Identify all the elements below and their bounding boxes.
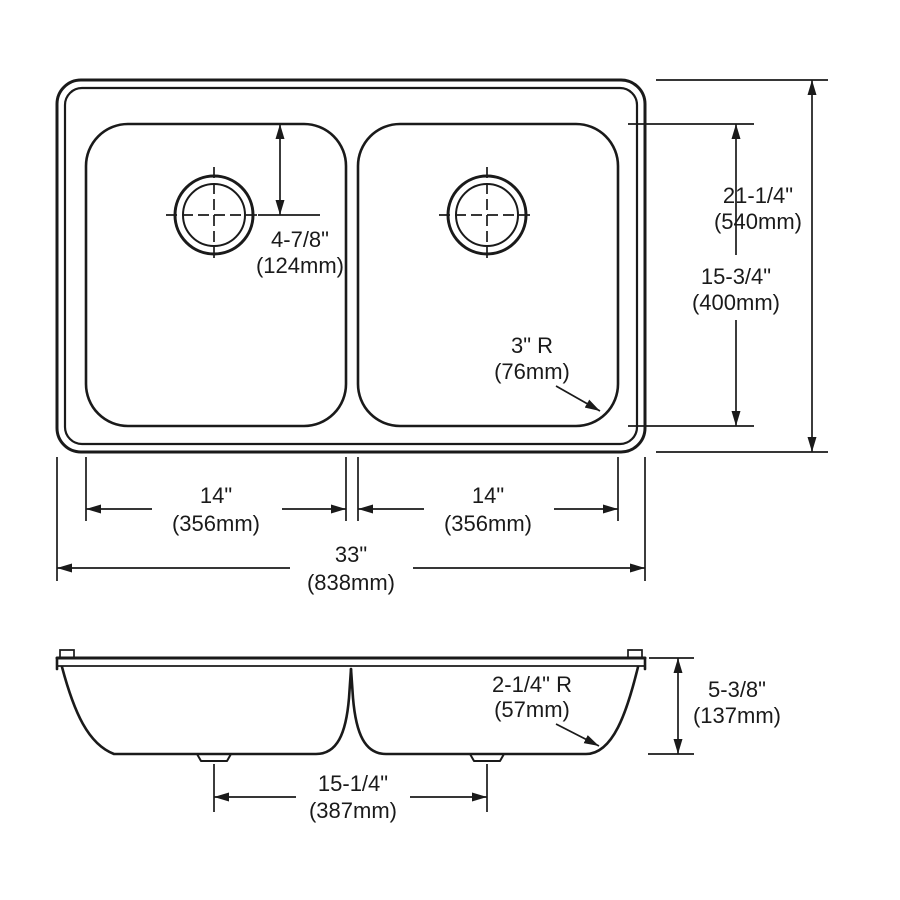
dim-overall-ftb-label-line2: (540mm)	[714, 209, 802, 234]
dim-drain-offset-label-line1: 4-7/8"	[271, 227, 329, 252]
right-bowl	[356, 122, 620, 428]
bowl-radius-label-line2: (57mm)	[494, 697, 570, 722]
dim-drain-spacing-label-line1: 15-1/4"	[318, 771, 388, 796]
sink-outer-rim	[55, 78, 647, 454]
corner-radius-label-line1: 3" R	[511, 333, 553, 358]
left-bowl	[84, 122, 348, 428]
right-drain-recess	[469, 753, 505, 762]
right-drain	[439, 167, 535, 263]
bowl-radius-label-line1: 2-1/4" R	[492, 672, 572, 697]
corner-radius-label-line2: (76mm)	[494, 359, 570, 384]
dim-overall-width-label-line1: 33"	[335, 542, 367, 567]
left-bowl-profile	[60, 665, 353, 756]
dim-drain-offset: 4-7/8" (124mm)	[256, 124, 344, 278]
top-view: 4-7/8" (124mm) 21-1/4" (540mm) 15-3/4" (…	[55, 78, 828, 595]
left-mounting-clip	[59, 649, 75, 658]
dim-depth: 5-3/8" (137mm)	[648, 657, 781, 755]
dim-bowl-ftb-label-line1: 15-3/4"	[701, 264, 771, 289]
dim-overall-ftb-label-line1: 21-1/4"	[723, 183, 793, 208]
dim-overall-width: 33" (838mm)	[56, 457, 646, 595]
right-mounting-clip	[627, 649, 643, 658]
dim-left-bowl-width: 14" (356mm)	[85, 457, 347, 536]
left-drain-recess	[196, 753, 232, 762]
callout-bowl-bottom-radius: 2-1/4" R (57mm)	[492, 672, 600, 747]
dim-left-bowl-width-label-line1: 14"	[200, 483, 232, 508]
dim-drain-spacing: 15-1/4" (387mm)	[213, 764, 488, 823]
dim-overall-width-label-line2: (838mm)	[307, 570, 395, 595]
callout-corner-radius: 3" R (76mm)	[494, 333, 601, 412]
dim-right-bowl-width: 14" (356mm)	[357, 457, 619, 536]
side-view: 2-1/4" R (57mm) 5-3/8" (137mm) 15-1/4" (…	[55, 649, 781, 823]
left-drain	[166, 167, 258, 263]
dim-left-bowl-width-label-line2: (356mm)	[172, 511, 260, 536]
dim-overall-front-to-back: 21-1/4" (540mm)	[656, 79, 828, 453]
dim-right-bowl-width-label-line1: 14"	[472, 483, 504, 508]
leader-line	[555, 385, 601, 412]
dim-drain-spacing-label-line2: (387mm)	[309, 798, 397, 823]
right-bowl-profile	[349, 665, 640, 756]
dim-depth-label-line2: (137mm)	[693, 703, 781, 728]
dim-drain-offset-label-line2: (124mm)	[256, 253, 344, 278]
dim-bowl-ftb-label-line2: (400mm)	[692, 290, 780, 315]
sink-inner-rim	[63, 86, 639, 446]
leader-line	[555, 723, 600, 747]
dim-bowl-front-to-back: 15-3/4" (400mm)	[628, 123, 780, 427]
dim-right-bowl-width-label-line2: (356mm)	[444, 511, 532, 536]
dim-depth-label-line1: 5-3/8"	[708, 677, 766, 702]
